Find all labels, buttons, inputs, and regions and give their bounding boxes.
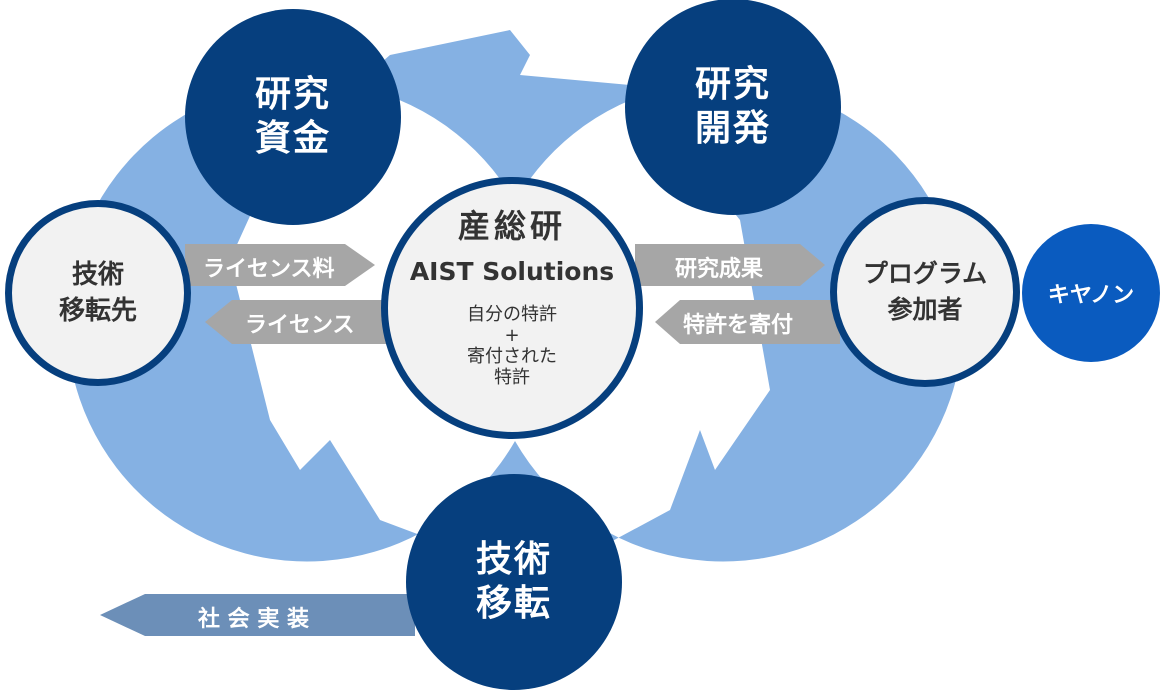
canon-node: キヤノン <box>1022 224 1160 362</box>
research-development-line-1: 研究 <box>694 64 771 105</box>
research-funding-node: 研究 資金 <box>185 9 401 225</box>
program-participant-line-2: 参加者 <box>887 295 963 324</box>
tech-transfer-node: 技術 移転 <box>406 474 622 690</box>
center-subtitle: AIST Solutions <box>409 257 615 286</box>
program-participant-node: プログラム 参加者 <box>830 197 1020 387</box>
research-results-label: 研究成果 <box>675 257 764 282</box>
research-development-node: 研究 開発 <box>625 0 841 215</box>
center-detail-1: 自分の特許 <box>467 304 557 325</box>
social-implementation-label: 社 会 実 装 <box>198 607 309 632</box>
center-detail-3: 寄付された <box>467 346 557 367</box>
center-detail-4: 特許 <box>494 367 530 388</box>
research-development-line-2: 開発 <box>694 108 771 149</box>
patent-donation-label: 特許を寄付 <box>683 313 794 338</box>
center-title: 産総研 <box>457 207 566 245</box>
research-funding-line-1: 研究 <box>254 74 331 115</box>
tech-transfer-line-2: 移転 <box>475 583 552 624</box>
research-results-arrow <box>635 244 825 286</box>
licensee-line-2: 移転先 <box>58 296 137 326</box>
licensee-node: 技術 移転先 <box>5 200 191 386</box>
canon-label: キヤノン <box>1047 283 1135 308</box>
licensee-line-1: 技術 <box>71 260 124 290</box>
social-implementation-arrow <box>100 594 415 636</box>
license-fee-label: ライセンス料 <box>203 257 335 282</box>
aist-center-node: 産総研 AIST Solutions 自分の特許 + 寄付された 特許 <box>381 177 643 439</box>
tech-transfer-line-1: 技術 <box>475 539 552 580</box>
center-detail-2: + <box>504 325 520 346</box>
patent-donation-arrow <box>655 300 840 344</box>
program-participant-line-1: プログラム <box>862 259 988 288</box>
license-fee-arrow <box>185 244 375 286</box>
research-funding-line-2: 資金 <box>254 118 331 159</box>
license-arrow <box>205 300 395 344</box>
license-label: ライセンス <box>245 313 355 338</box>
